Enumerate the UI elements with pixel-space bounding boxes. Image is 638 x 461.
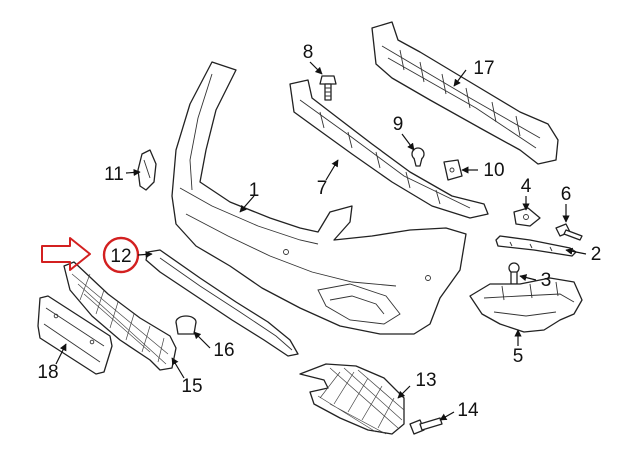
part-15-grille (63, 261, 177, 371)
callout-7: 7 (317, 178, 328, 199)
part-18-plate-bracket (37, 295, 113, 375)
part-1-bumper-cover (171, 61, 467, 335)
part-5-side-bracket (469, 277, 583, 333)
part-10-clip (443, 159, 463, 181)
part-7-bracket (289, 79, 489, 219)
callout-8: 8 (303, 42, 314, 63)
part-2-rail (495, 235, 577, 257)
part-6-screw (555, 223, 583, 241)
part-12-molding (145, 249, 299, 357)
part-3-screw (508, 262, 520, 285)
part-4-nut-clip (513, 207, 541, 227)
callout-3: 3 (541, 270, 552, 291)
callout-9: 9 (393, 114, 404, 135)
callout-11: 11 (104, 164, 124, 185)
part-14-bolt (409, 417, 443, 435)
callout-14: 14 (457, 400, 479, 421)
part-11-cap (137, 149, 157, 191)
highlight-arrow-icon (41, 237, 91, 271)
callout-4: 4 (521, 176, 532, 197)
part-17-impact-bar (371, 21, 559, 165)
callout-16: 16 (213, 340, 234, 361)
leader-lines (55, 61, 587, 421)
callout-18: 18 (37, 362, 58, 383)
part-13-fog-grille (299, 363, 405, 435)
callout-1: 1 (249, 180, 260, 201)
callout-12: 12 (110, 246, 131, 267)
callout-10: 10 (483, 160, 504, 181)
callout-6: 6 (561, 184, 572, 205)
callout-2: 2 (591, 244, 602, 265)
part-9-push-clip (411, 147, 425, 167)
callout-13: 13 (415, 370, 436, 391)
callout-17: 17 (473, 58, 494, 79)
callout-labels: 1 2 3 4 5 6 7 8 9 10 11 12 13 14 15 16 1… (37, 42, 601, 421)
part-8-bolt (319, 75, 337, 101)
callout-15: 15 (181, 376, 202, 397)
callout-5: 5 (513, 346, 524, 367)
part-16-clip (175, 315, 197, 335)
